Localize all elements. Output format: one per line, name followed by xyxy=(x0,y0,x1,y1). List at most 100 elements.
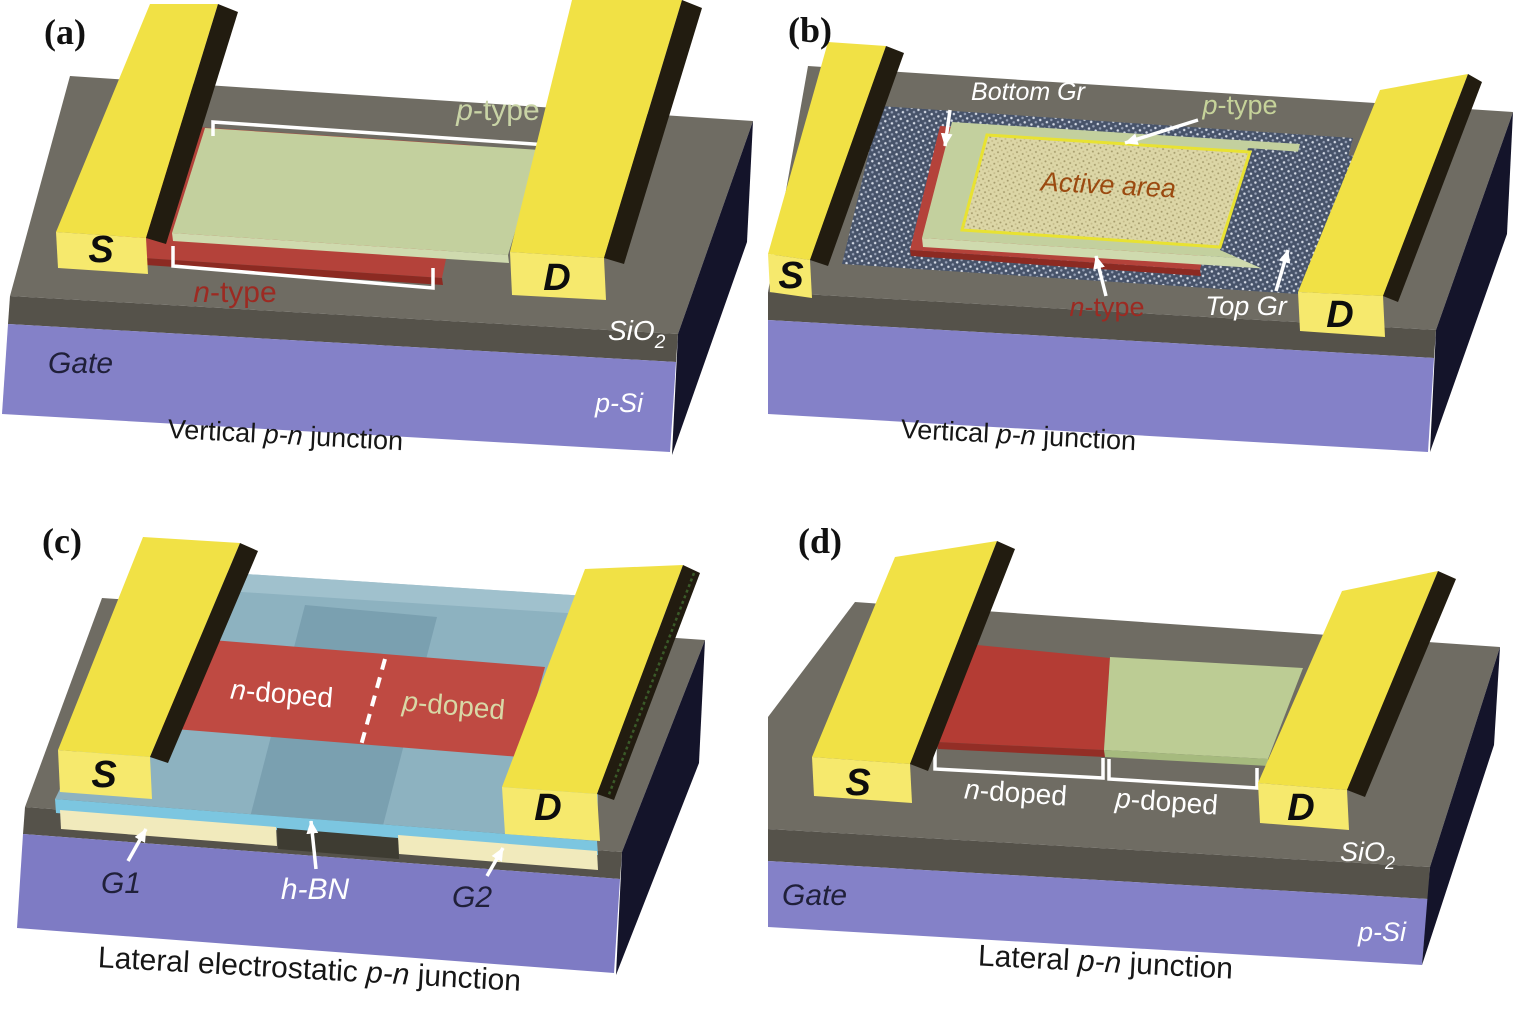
p-type-label: p-type xyxy=(455,94,539,127)
p-si-label: p-Si xyxy=(1357,917,1407,947)
annotation-arrows-c xyxy=(126,820,505,877)
junction-layers-a xyxy=(114,124,540,285)
hbn-top-highlight xyxy=(164,569,602,615)
p-si-front-face xyxy=(768,320,1434,452)
bottom-gr-label: Bottom Gr xyxy=(971,78,1087,106)
n-doped-label: n-doped xyxy=(229,674,334,714)
gate-gap-shadow xyxy=(277,828,399,859)
g1-arrow xyxy=(126,828,148,862)
bottom-gr-arrow xyxy=(940,109,953,147)
p-type-label: p-type xyxy=(1201,90,1277,120)
electrode-side-face xyxy=(150,543,258,763)
source-label: S xyxy=(91,754,116,796)
p-doped-layer-edge xyxy=(1104,750,1269,766)
drain-electrode: D xyxy=(1258,571,1456,830)
electrode-front-face xyxy=(58,750,152,799)
g1-label: G1 xyxy=(101,867,141,900)
substrate-side-face xyxy=(1422,647,1500,965)
p-type-arrow xyxy=(1124,118,1199,145)
gate-label: Gate xyxy=(782,879,847,912)
layered-edge-detail xyxy=(606,572,696,798)
doped-channel xyxy=(125,635,545,757)
hbn-label: h-BN xyxy=(281,873,350,906)
n-doped-label: n-doped xyxy=(963,773,1068,811)
electrode-top-face xyxy=(502,565,683,794)
pn-junction-dashed-line xyxy=(358,658,387,750)
source-electrode: S xyxy=(768,42,904,298)
drain-electrode: D xyxy=(1298,74,1482,337)
sio2-front-face xyxy=(768,829,1430,899)
n-type-layer-edge xyxy=(114,256,443,285)
n-type-label: n-type xyxy=(193,276,276,309)
gate-label: Gate xyxy=(48,347,113,380)
n-type-layer-edge xyxy=(910,250,1201,276)
electrode-top-face xyxy=(1258,571,1438,790)
electrode-front-face xyxy=(502,787,600,841)
p-type-layer-edge xyxy=(922,238,1271,269)
source-electrode: S xyxy=(56,4,238,274)
electrode-side-face xyxy=(1347,571,1456,797)
source-label: S xyxy=(845,762,870,804)
panel-tag: (b) xyxy=(788,10,832,50)
p-si-gate-front-face xyxy=(2,324,676,452)
p-si-gate-front-face xyxy=(768,861,1428,965)
panel-c: S D (c) n-doped p-doped G1 h-BN G2 Later… xyxy=(17,521,705,998)
electrode-top-face xyxy=(812,541,997,764)
p-type-layer-edge xyxy=(172,233,509,263)
electrode-front-face xyxy=(768,254,812,298)
p-doped-layer xyxy=(1104,657,1303,759)
panel-caption: Vertical p-n junction xyxy=(167,414,404,456)
drain-electrode: D xyxy=(510,0,702,300)
electrode-front-face xyxy=(812,757,912,803)
top-gr-label: Top Gr xyxy=(1205,291,1288,321)
active-area-region xyxy=(960,133,1253,249)
panel-a: S D (a) p-type n-type SiO2 Gate p-Si Ver… xyxy=(2,0,753,456)
sio2-label: SiO2 xyxy=(608,315,666,353)
p-type-layer xyxy=(172,128,540,255)
electrode-top-face xyxy=(56,4,218,238)
electrode-side-face xyxy=(604,0,702,264)
g2-label: G2 xyxy=(452,881,492,914)
drain-label: D xyxy=(534,787,561,829)
junction-layers-d xyxy=(937,645,1303,766)
electrode-top-face xyxy=(58,537,240,757)
sio2-front-face xyxy=(8,296,678,362)
electrode-front-face xyxy=(1258,783,1349,830)
active-area-label: Active area xyxy=(1038,166,1176,203)
electrode-side-face xyxy=(1383,74,1482,302)
panel-caption: Vertical p-n junction xyxy=(900,414,1137,456)
substrate-side-face xyxy=(1430,112,1513,452)
gate-g1-finger xyxy=(60,810,277,846)
p-doped-label: p-doped xyxy=(1113,782,1219,820)
electrode-side-face xyxy=(146,4,238,244)
electrode-front-face xyxy=(510,252,606,300)
panel-tag: (a) xyxy=(44,12,86,52)
n-type-bracket xyxy=(171,246,435,290)
substrate-side-face xyxy=(672,121,753,455)
electrode-side-face xyxy=(810,46,904,266)
source-label: S xyxy=(88,229,113,271)
electrode-side-face xyxy=(910,541,1015,771)
top-gr-arrow xyxy=(1274,249,1291,292)
drain-electrode: D xyxy=(502,565,700,841)
panel-tag: (d) xyxy=(798,521,842,561)
drain-label: D xyxy=(1287,787,1314,829)
panel-b: S D (b) Bottom Gr p-type Active area n-t… xyxy=(768,10,1513,456)
n-doped-bracket xyxy=(933,749,1105,780)
sio2-front-face xyxy=(768,292,1436,358)
annotation-arrows-b xyxy=(940,109,1291,297)
hbn-arrow xyxy=(306,820,319,870)
drain-label: D xyxy=(543,257,570,299)
p-si-label: p-Si xyxy=(594,388,644,418)
source-electrode: S xyxy=(812,541,1015,804)
n-doped-layer xyxy=(937,645,1110,750)
panel-d: S D (d) n-doped p-doped SiO2 Gate p-Si L… xyxy=(768,521,1500,986)
p-doped-bracket xyxy=(1107,759,1259,790)
drain-label: D xyxy=(1326,294,1353,336)
electrode-top-face xyxy=(1298,74,1468,296)
substrate-side-face xyxy=(616,640,705,975)
electrode-front-face xyxy=(1298,292,1385,337)
n-type-label: n-type xyxy=(1069,292,1144,322)
substrate-front-face xyxy=(17,834,620,973)
